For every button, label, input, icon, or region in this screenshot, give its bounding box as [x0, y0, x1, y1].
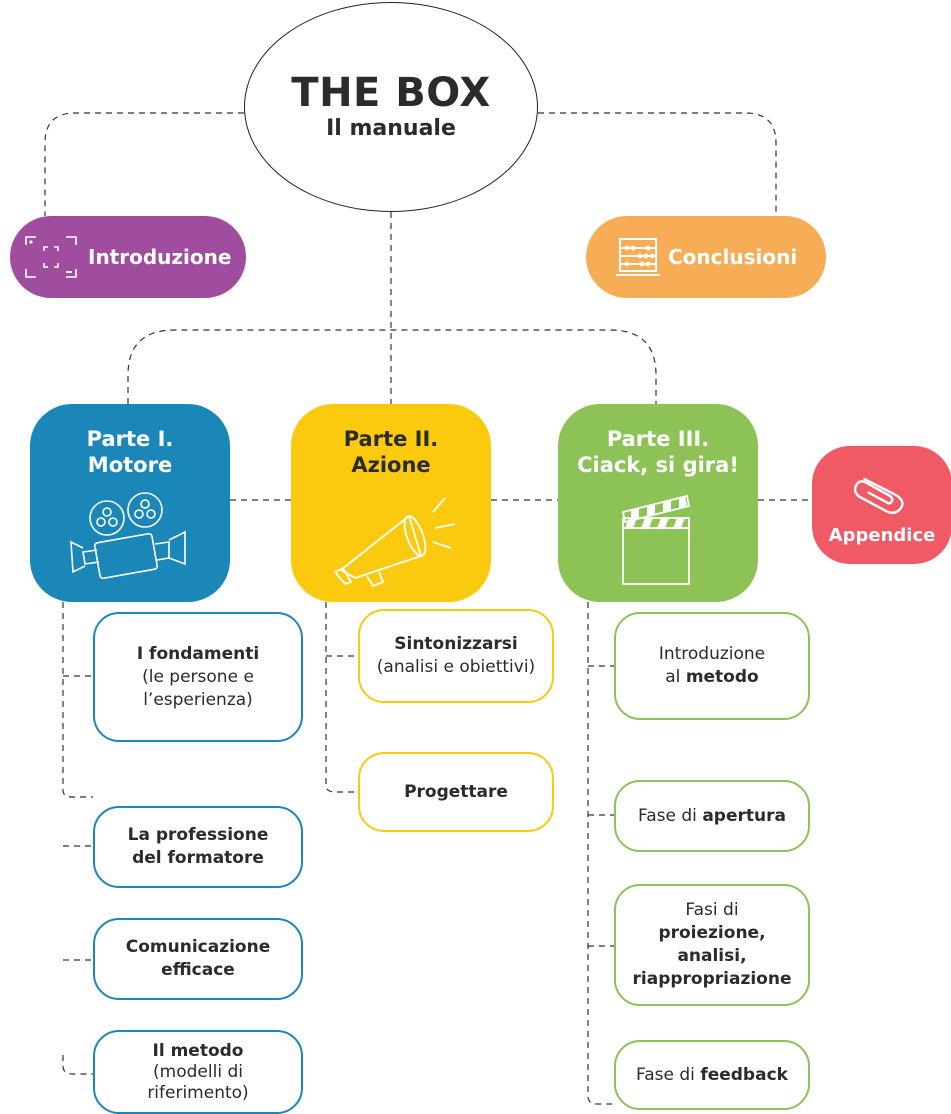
item-bold-text: La professione [127, 825, 269, 845]
film-projector-icon [70, 492, 186, 580]
item-bold-text: Comunicazione [125, 937, 271, 957]
parte-2-item-progettare: Progettare [358, 752, 554, 832]
item-text: Fase di [638, 805, 703, 826]
megaphone-icon [334, 497, 456, 587]
parte-1-item-comunicazione: Comunicazione efficace [93, 918, 303, 1000]
connector-part2-stem [325, 602, 358, 793]
parte-2-title: Parte II. [343, 427, 439, 451]
item-bold-text: Sintonizzarsi [394, 634, 518, 654]
item-text: l’esperienza) [143, 689, 253, 710]
item-bold-text: I fondamenti [136, 643, 260, 664]
parte-2-subtitle: Azione [351, 453, 431, 477]
item-text: Fase di [636, 1064, 701, 1085]
parte-1-item-metodo: Il metodo (modelli di riferimento) [93, 1030, 303, 1114]
item-text: (le persone e [142, 666, 254, 687]
parte-2-item-sintonizzarsi: Sintonizzarsi (analisi e obiettivi) [358, 609, 554, 703]
parte-3-title: Parte III. [606, 427, 710, 451]
item-bold-text: apertura [702, 805, 786, 826]
item-text: (modelli di [153, 1061, 243, 1082]
item-line: Fase di feedback [636, 1064, 788, 1087]
parte-2-node: Parte II. Azione [291, 404, 491, 602]
parte-1-node: Parte I. Motore [30, 404, 230, 602]
parte-3-subtitle: Ciack, si gira! [577, 453, 739, 477]
item-bold-text: riappropriazione [632, 969, 792, 989]
item-bold-text: analisi, [677, 946, 747, 966]
clapperboard-icon [621, 494, 691, 585]
item-text: al [665, 667, 686, 687]
appendice-label: Appendice [828, 524, 936, 546]
connector-part1-stem [62, 602, 93, 798]
root-subtitle: Il manuale [326, 116, 456, 141]
parte-1-item-professione: La professione del formatore [93, 806, 303, 888]
root-node: THE BOX Il manuale [244, 2, 538, 212]
item-bold-text: Il metodo [152, 1040, 244, 1061]
parte-1-item-fondamenti: I fondamenti (le persone e l’esperienza) [93, 612, 303, 742]
item-bold-text: efficace [161, 960, 235, 980]
item-bold-text: feedback [700, 1064, 788, 1085]
parte-3-item-introduzione-metodo: Introduzione al metodo [614, 612, 810, 720]
parte-3-item-fase-apertura: Fase di apertura [614, 780, 810, 852]
root-title: THE BOX [291, 70, 491, 116]
camera-frame-icon [25, 236, 77, 278]
item-bold-text: proiezione, [658, 923, 766, 943]
item-bold-text: Progettare [404, 781, 508, 802]
connector-part3-stem [587, 602, 614, 1105]
conclusioni-label: Conclusioni [668, 245, 798, 269]
connector-root-conclusioni [538, 112, 777, 216]
abacus-icon [616, 238, 660, 276]
item-line: al metodo [665, 666, 758, 689]
item-text: Fasi di [685, 900, 739, 920]
connector-part1-item4 [62, 1055, 93, 1075]
item-bold-text: del formatore [132, 848, 264, 868]
connector-root-introduzione [44, 112, 244, 216]
appendice-node: Appendice [812, 446, 951, 564]
parte-3-node: Parte III. Ciack, si gira! [558, 404, 758, 602]
connector-parts-arch [127, 329, 657, 404]
introduzione-label: Introduzione [88, 245, 232, 269]
item-text: Introduzione [658, 644, 766, 664]
item-line: Fase di apertura [638, 805, 786, 828]
parte-1-title: Parte I. [86, 427, 174, 451]
item-text: riferimento) [147, 1082, 249, 1103]
parte-3-item-fasi-proiezione: Fasi di proiezione, analisi, riappropria… [614, 884, 810, 1006]
parte-3-item-fase-feedback: Fase di feedback [614, 1040, 810, 1110]
introduzione-node: Introduzione [10, 216, 246, 298]
paperclip-icon [854, 477, 904, 514]
item-bold-text: metodo [685, 667, 759, 687]
item-text: (analisi e obiettivi) [376, 657, 536, 677]
parte-1-subtitle: Motore [87, 453, 173, 477]
conclusioni-node: Conclusioni [586, 216, 826, 298]
